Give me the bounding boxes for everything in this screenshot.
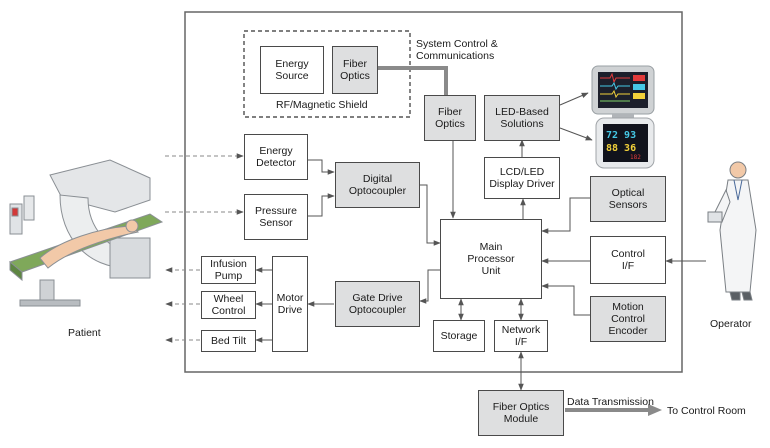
system-frame: [184, 11, 683, 373]
operator-figure-icon: [707, 161, 757, 301]
patient-imaging-machine-icon: [8, 159, 164, 307]
patient-monitor-icon: [591, 65, 655, 119]
digital-optocoupler-block: Digital Optocoupler: [335, 162, 420, 208]
system-control-label: System Control & Communications: [416, 38, 498, 62]
infusion-pump-block: Infusion Pump: [201, 256, 256, 284]
patient-label: Patient: [68, 327, 101, 339]
energy-detector-block: Energy Detector: [244, 134, 308, 180]
operator-label: Operator: [710, 318, 752, 330]
fiber-optics-shield-block: Fiber Optics: [332, 46, 378, 94]
energy-source-block: Energy Source: [260, 46, 324, 94]
motion-control-encoder-block: Motion Control Encoder: [590, 296, 666, 342]
gate-drive-optocoupler-block: Gate Drive Optocoupler: [335, 281, 420, 327]
motor-drive-block: Motor Drive: [272, 256, 308, 352]
pressure-sensor-block: Pressure Sensor: [244, 194, 308, 240]
control-if-block: Control I/F: [590, 236, 666, 284]
lcd-led-display-driver-block: LCD/LED Display Driver: [484, 157, 560, 199]
svg-text:88 36: 88 36: [606, 143, 636, 154]
optical-sensors-block: Optical Sensors: [590, 176, 666, 222]
data-transmission-label: Data Transmission: [567, 396, 654, 408]
network-if-block: Network I/F: [494, 320, 548, 352]
main-processor-unit-block: Main Processor Unit: [440, 219, 542, 299]
bed-tilt-block: Bed Tilt: [201, 330, 256, 352]
fiber-cable: [378, 66, 448, 95]
led-based-solutions-block: LED-Based Solutions: [484, 95, 560, 141]
svg-text:72 93: 72 93: [606, 130, 636, 141]
rf-magnetic-shield-label: RF/Magnetic Shield: [276, 99, 368, 111]
svg-text:182: 182: [630, 154, 641, 161]
storage-block: Storage: [433, 320, 485, 352]
fiber-optics-block: Fiber Optics: [424, 95, 476, 141]
control-room-label: To Control Room: [667, 405, 746, 417]
wheel-control-block: Wheel Control: [201, 291, 256, 319]
vital-signs-display-icon: 72 93 88 36 182: [595, 117, 655, 169]
fiber-optics-module-block: Fiber Optics Module: [478, 390, 564, 436]
